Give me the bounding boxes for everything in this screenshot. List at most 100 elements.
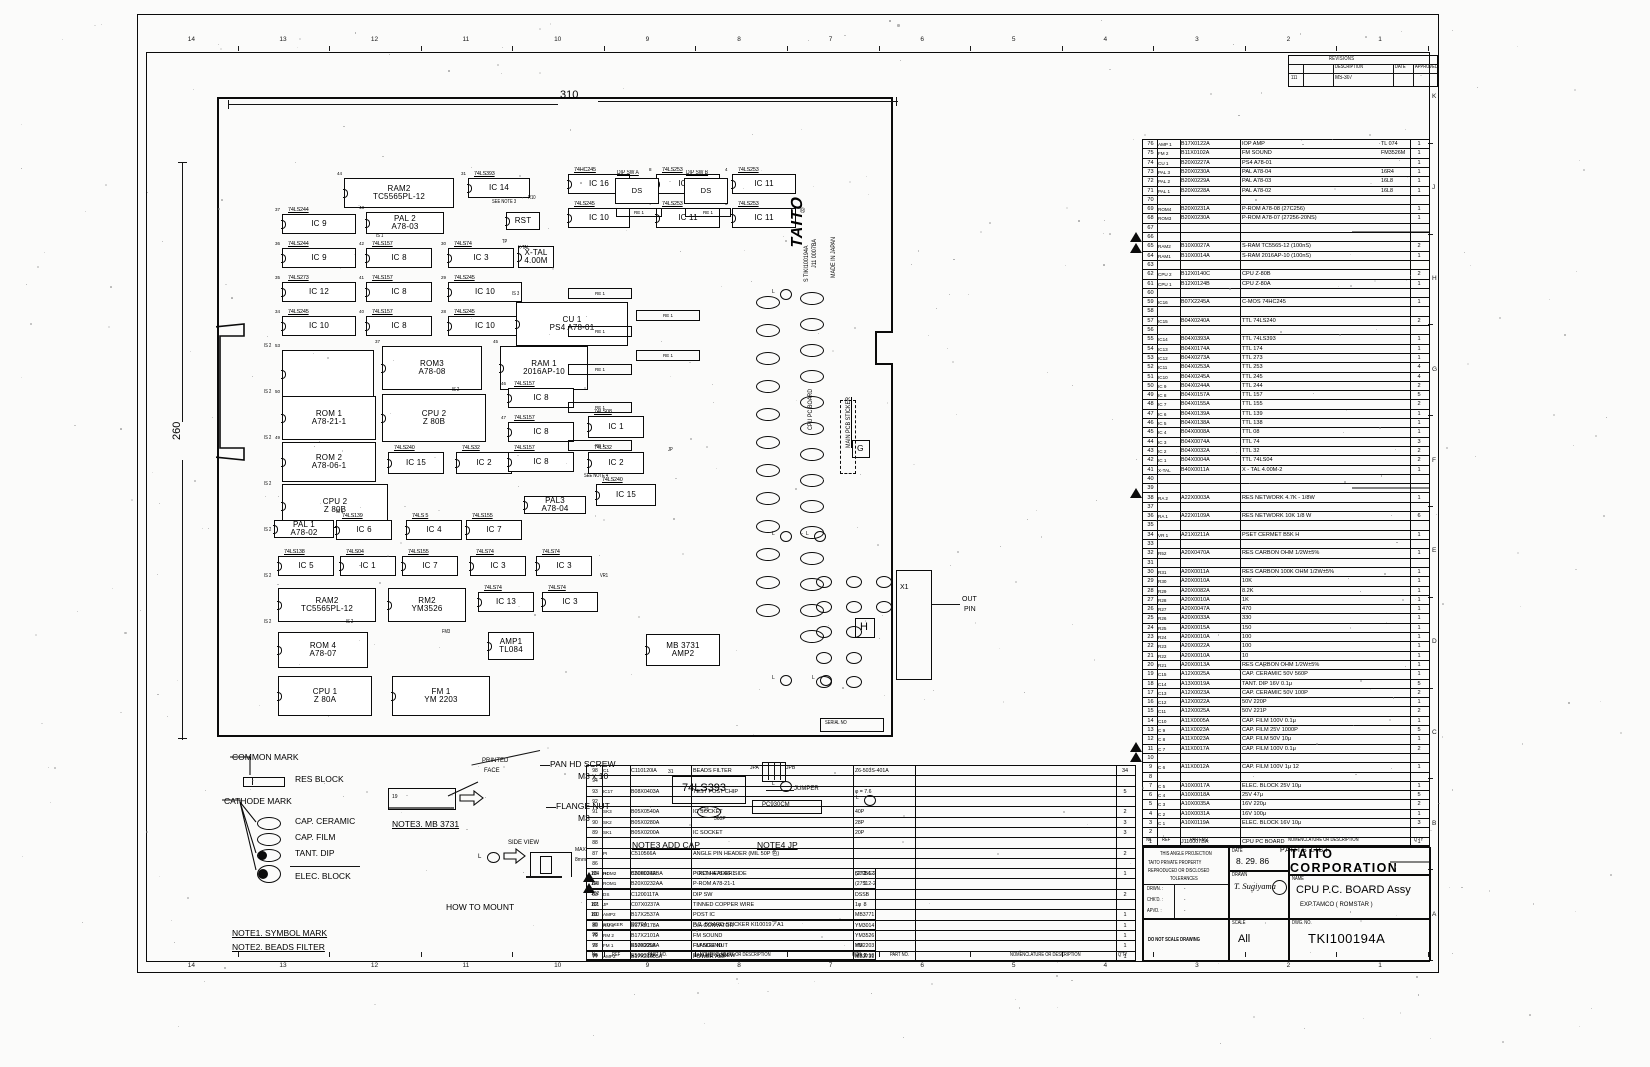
scan-speckle [439,647,441,649]
scan-speckle [1349,911,1352,913]
parts-cell: 23 [1147,634,1154,641]
parts-cell: RM 3 [603,922,614,928]
scan-speckle [859,473,862,476]
parts-cell: C 4 [1158,793,1166,799]
scan-speckle [980,231,982,233]
component-ic-8: IC 8 [366,316,432,336]
col-tick-top-1: 1 [1378,36,1382,43]
component-designator: IC 10 [308,320,330,330]
parts-cell: A11X0005A [1181,717,1210,724]
tick-mark [237,46,239,51]
scan-speckle [193,479,196,482]
scan-speckle [1391,768,1393,770]
capacitor-symbol [800,344,824,357]
parts-cell: 2 [1417,447,1421,454]
parts-cell: B20X0230A [1181,168,1210,175]
parts-cell: 1 [1417,420,1421,427]
parts-cell: DSSB [855,891,870,898]
parts-cell: 34 [1147,531,1154,538]
parts-cell: X-TAL [1158,467,1171,473]
scan-speckle [533,924,535,926]
parts-cell: 1 [1417,187,1421,194]
parts-cell: 100 [1242,634,1252,641]
silk-label: TP [502,239,508,245]
parts-cell: TTL 74LS04 [1242,457,1273,464]
col-tick-top-11: 11 [462,36,470,43]
scan-speckle [73,424,76,427]
dip-sw-a[interactable]: DS [615,178,659,204]
silk-label: IS 2 [264,527,272,533]
pin1-notch [281,502,286,511]
scan-speckle [1401,599,1404,602]
parts-row: 35 [1143,521,1429,531]
parts-cell: 30 [1147,568,1154,575]
pin1-notch [505,217,510,226]
scan-speckle [1103,219,1106,222]
scan-speckle [743,249,745,251]
parts-cell: 51 [1147,373,1154,380]
scan-speckle [517,485,519,487]
parts-cell: 32 [1147,550,1154,557]
scan-speckle [782,235,784,237]
parts-cell: 1 [1417,159,1421,166]
parts-cell: ANGLE PIN HEADER (MIL 50P 色) [693,850,780,857]
tick-mark [1153,46,1155,51]
scan-speckle [581,901,582,903]
parts-cell: A20X0010A [1181,634,1210,641]
revision-block: REVISIONS DESCRIPTION DATE APPROVED 111 … [1288,55,1438,87]
parts-cell: 71 [1147,187,1154,194]
parts-cell: A10X0119A [1181,820,1210,827]
parts-cell: B12X0124B [1181,280,1210,287]
pin1-notch [587,423,592,432]
silk-label: IS 2 [264,343,272,349]
scan-speckle [1553,413,1556,416]
scan-speckle [1401,31,1403,33]
parts-cell: 3 [1417,438,1421,445]
parts-cell: 2 [1417,271,1421,278]
component-ic-1: IC 1 [340,556,396,576]
scan-speckle [1461,886,1464,889]
capacitor-symbol-small [816,601,832,613]
col-tick-bottom-13: 13 [279,962,287,969]
parts-cell: 87 [592,850,598,857]
scan-speckle [715,468,717,470]
parts-cell: C15 [1158,672,1167,678]
scan-speckle [672,517,675,520]
component-type: 74LS253 [738,167,759,173]
scan-speckle [1499,317,1501,319]
parts-cell: 1 [1417,661,1421,668]
scan-speckle [218,44,220,45]
scan-speckle [737,982,740,984]
component-part: A78-04 [541,504,569,513]
parts-cell: P-ROM A78-06-1 [693,871,736,877]
pin1-notch [507,458,512,467]
parts-cell: 16 [1147,699,1154,706]
parts-cell: 79 [592,933,598,940]
scan-speckle [354,32,357,34]
parts-cell: 68 [1147,215,1154,222]
scan-speckle [928,334,929,336]
scan-speckle [359,507,361,509]
drawn-label: DRAWN [1232,872,1248,878]
parts-cell: R24 [1158,635,1167,641]
parts-cell: 4 [1417,373,1421,380]
dip-sw-b[interactable]: DS [684,178,728,204]
parts-cell: A10X0035A [1181,801,1210,808]
pin1-notch [281,220,286,229]
scan-speckle [277,584,279,586]
parts-cell: 98 [592,768,598,774]
parts-cell: 70 [1147,196,1154,203]
parts-cell: 3 [1148,820,1153,827]
component-part: TL084 [499,645,523,654]
how-to-mount-label: HOW TO MOUNT [446,902,515,912]
out-pin-connector[interactable] [896,570,932,680]
parts-cell: 330 [1242,615,1252,622]
scan-speckle [705,876,708,879]
